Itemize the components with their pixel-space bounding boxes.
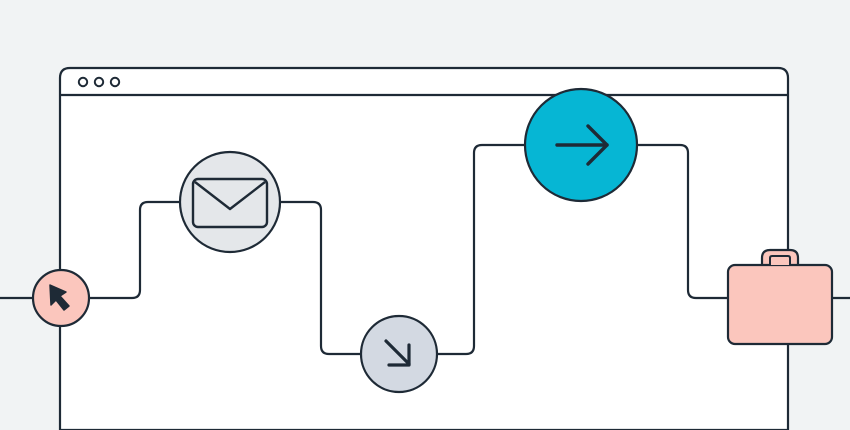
mail-node[interactable] <box>178 150 282 254</box>
arrow-right-icon <box>555 124 609 166</box>
cursor-arrow-icon <box>49 284 70 311</box>
window-dot-maximize[interactable] <box>109 76 121 88</box>
down-right-arrow-node[interactable] <box>359 314 439 394</box>
cursor-node[interactable] <box>31 268 91 328</box>
briefcase-icon <box>726 248 834 346</box>
window-dot-minimize[interactable] <box>93 76 105 88</box>
right-arrow-node[interactable] <box>523 87 639 203</box>
arrow-down-right-icon <box>384 339 411 367</box>
flow-connector <box>0 143 850 356</box>
briefcase-node[interactable] <box>726 248 834 346</box>
envelope-icon <box>191 177 269 229</box>
window-dot-close[interactable] <box>77 76 89 88</box>
